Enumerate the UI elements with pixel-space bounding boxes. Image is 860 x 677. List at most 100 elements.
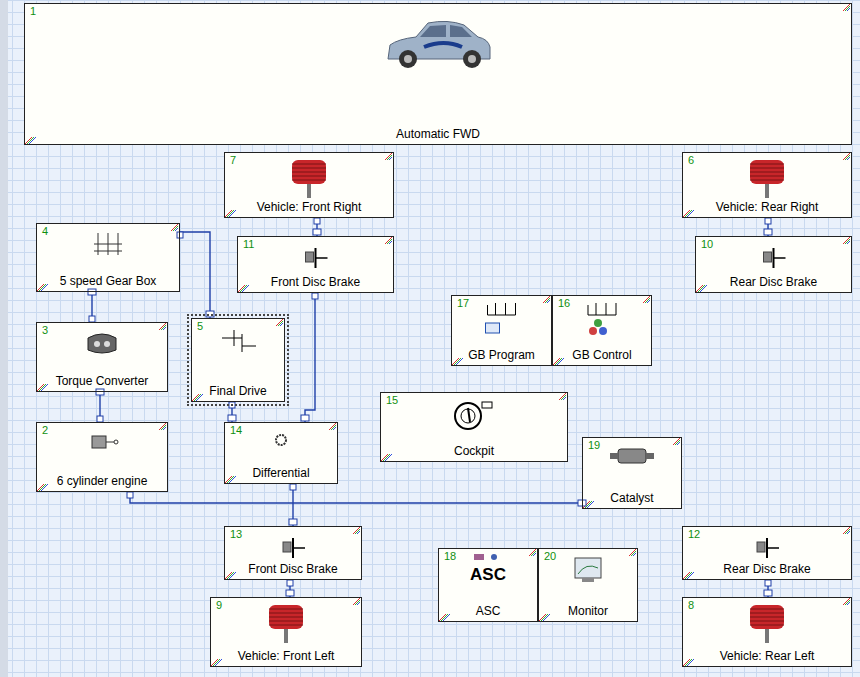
block-box: 6Vehicle: Rear Right bbox=[682, 152, 852, 218]
port-mark bbox=[559, 393, 566, 400]
port-mark bbox=[159, 423, 166, 430]
brake-icon bbox=[757, 538, 779, 558]
box-ground bbox=[224, 422, 338, 484]
monitor-icon bbox=[575, 558, 601, 582]
port-mark bbox=[543, 614, 550, 621]
icon-part bbox=[307, 184, 311, 198]
block-number: 6 bbox=[688, 154, 694, 166]
icon-part bbox=[269, 613, 303, 614]
icon-part bbox=[582, 578, 594, 582]
block-number: 19 bbox=[588, 439, 600, 451]
port-mark bbox=[387, 155, 392, 160]
block-label: Vehicle: Front Left bbox=[238, 649, 335, 663]
connection-line bbox=[305, 293, 315, 422]
block-label: ASC bbox=[476, 604, 501, 618]
brake-icon bbox=[764, 248, 786, 268]
block-box: 17 GB Program bbox=[451, 295, 552, 366]
icon-part bbox=[292, 176, 326, 177]
port-mark bbox=[355, 529, 360, 534]
block-number: 20 bbox=[544, 550, 556, 562]
engine-icon bbox=[92, 436, 118, 448]
block-number: 12 bbox=[688, 528, 700, 540]
port-mark bbox=[389, 241, 392, 244]
icon-part bbox=[283, 542, 291, 552]
port-mark bbox=[331, 425, 336, 430]
port-mark bbox=[547, 300, 550, 303]
port-mark bbox=[845, 155, 850, 160]
block-number: 4 bbox=[42, 225, 48, 237]
block-number: 11 bbox=[243, 238, 254, 250]
port-mark bbox=[845, 239, 850, 244]
port-connector bbox=[228, 415, 236, 421]
port-connector bbox=[289, 519, 297, 525]
block-box: 45 speed Gear Box bbox=[36, 223, 180, 292]
icon-part bbox=[399, 50, 417, 68]
port-mark bbox=[163, 427, 166, 430]
port-mark bbox=[587, 501, 594, 508]
icon-part bbox=[750, 621, 784, 622]
box-ground bbox=[237, 236, 394, 293]
car-icon bbox=[388, 21, 490, 68]
block-number: 17 bbox=[457, 297, 469, 309]
block-box: 20Monitor bbox=[538, 548, 638, 622]
box-ground bbox=[210, 597, 362, 667]
connection-line bbox=[130, 492, 582, 503]
icon-part bbox=[455, 403, 481, 429]
port-mark bbox=[41, 484, 48, 491]
block-label: Cockpit bbox=[454, 444, 494, 458]
icon-part bbox=[94, 341, 100, 347]
port-connector bbox=[313, 229, 321, 235]
port-mark bbox=[159, 323, 166, 330]
port-mark bbox=[563, 397, 566, 400]
icon-part bbox=[764, 252, 772, 262]
icon-part bbox=[474, 554, 484, 560]
block-box: 14Differential bbox=[224, 422, 338, 484]
port-mark bbox=[229, 210, 236, 217]
port-mark bbox=[280, 323, 283, 326]
port-mark bbox=[847, 602, 850, 605]
icon-part bbox=[461, 409, 475, 423]
block-label: GB Control bbox=[572, 348, 631, 362]
box-ground bbox=[695, 236, 852, 293]
block-label: 6 cylinder engine bbox=[57, 474, 148, 488]
port-connector bbox=[764, 590, 772, 596]
gearbox-icon bbox=[94, 233, 122, 255]
icon-part bbox=[765, 629, 769, 643]
port-mark bbox=[329, 423, 336, 430]
port-connector bbox=[765, 580, 771, 586]
port-mark bbox=[456, 358, 463, 365]
port-connector bbox=[88, 289, 96, 295]
port-mark bbox=[647, 300, 650, 303]
block-label: Vehicle: Rear Left bbox=[720, 649, 815, 663]
block-label: Front Disc Brake bbox=[248, 562, 337, 576]
port-mark bbox=[531, 551, 536, 556]
block-box: 11Front Disc Brake bbox=[237, 236, 394, 293]
icon-part bbox=[750, 176, 784, 177]
block-number: 1 bbox=[30, 5, 36, 17]
block-box: 5Final Drive bbox=[191, 318, 285, 402]
block-box: 12Rear Disc Brake bbox=[682, 526, 852, 580]
gbctrl-icon bbox=[588, 303, 616, 335]
box-ground bbox=[24, 3, 852, 145]
icon-part bbox=[306, 252, 314, 262]
icon-text: ASC bbox=[470, 565, 506, 585]
block-label: Final Drive bbox=[209, 384, 266, 398]
box-ground bbox=[36, 422, 168, 492]
box-ground bbox=[224, 152, 394, 218]
port-mark bbox=[843, 237, 850, 244]
window-edge bbox=[0, 0, 8, 677]
block-label: GB Program bbox=[468, 348, 535, 362]
port-mark bbox=[845, 6, 850, 11]
port-mark bbox=[175, 228, 178, 231]
wheel-icon bbox=[269, 605, 303, 643]
port-connector bbox=[764, 229, 772, 235]
block-number: 9 bbox=[216, 599, 222, 611]
block-label: Vehicle: Rear Right bbox=[716, 200, 819, 214]
port-mark bbox=[700, 285, 707, 292]
block-label: Automatic FWD bbox=[396, 127, 480, 141]
icon-part bbox=[284, 629, 288, 643]
icon-part bbox=[618, 449, 646, 463]
icon-part bbox=[750, 172, 784, 173]
block-box: 16GB Control bbox=[552, 295, 652, 366]
block-label: Front Disc Brake bbox=[271, 275, 360, 289]
